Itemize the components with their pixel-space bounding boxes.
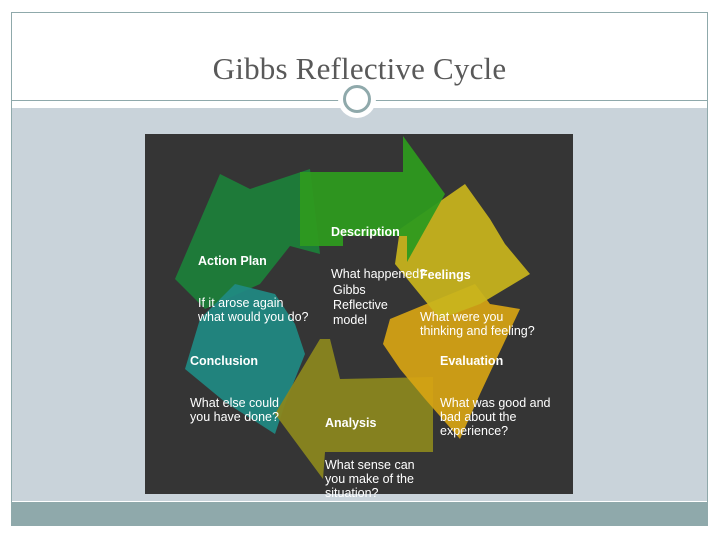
cycle-arrows	[175, 136, 530, 479]
footer-band	[12, 502, 707, 525]
stage-text: What were you thinking and feeling?	[420, 310, 535, 338]
stage-text: What sense can you make of the situation…	[325, 458, 415, 500]
stage-label-evaluation: Evaluation What was good and bad about t…	[440, 326, 551, 466]
stage-heading: Analysis	[325, 416, 377, 430]
stage-label-conclusion: Conclusion What else could you have done…	[190, 326, 279, 452]
stage-label-action-plan: Action Plan If it arose again what would…	[198, 226, 309, 352]
circle-ornament-icon	[338, 80, 376, 118]
stage-label-feelings: Feelings What were you thinking and feel…	[420, 240, 535, 366]
stage-text: What else could you have done?	[190, 396, 279, 424]
arrow-description	[300, 136, 445, 262]
arrow-analysis	[275, 339, 433, 479]
center-label: Gibbs Reflective model	[333, 283, 388, 327]
stage-heading: Feelings	[420, 268, 471, 282]
stage-label-description: Description What happened?	[331, 197, 426, 309]
stage-label-analysis: Analysis What sense can you make of the …	[325, 388, 415, 528]
stage-text: If it arose again what would you do?	[198, 296, 309, 324]
stage-heading: Conclusion	[190, 354, 259, 368]
arrow-evaluation	[383, 284, 520, 439]
stage-text: What was good and bad about the experien…	[440, 396, 551, 438]
stage-heading: Action Plan	[198, 254, 267, 268]
stage-heading: Description	[331, 225, 400, 239]
stage-heading: Evaluation	[440, 354, 504, 368]
arrow-conclusion	[185, 284, 305, 434]
gibbs-cycle-diagram: Description What happened? Feelings What…	[145, 134, 573, 500]
stage-text: What happened?	[331, 267, 427, 281]
arrow-action-plan	[175, 169, 320, 309]
